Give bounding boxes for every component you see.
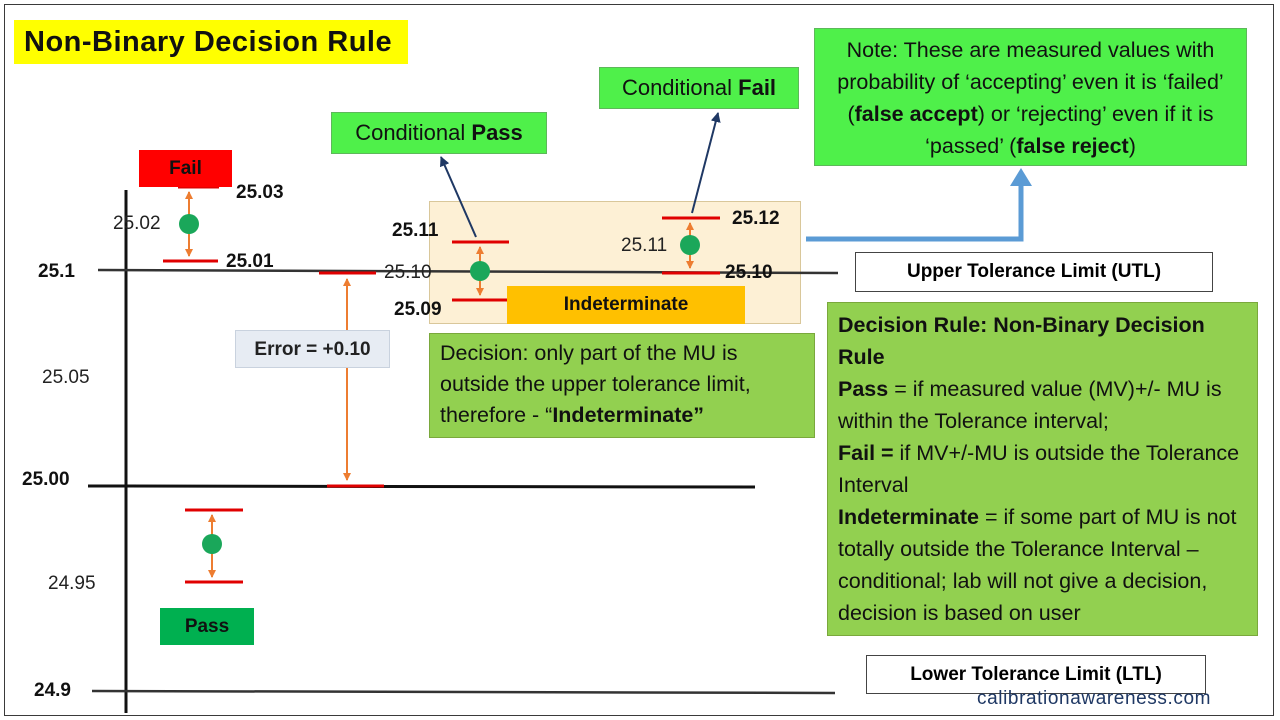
cond-pass-upper-label: 25.11 <box>392 220 439 241</box>
error-label: Error = +0.10 <box>235 330 390 368</box>
indeterminate-tag: Indeterminate <box>507 286 745 324</box>
conditional-fail-callout: Conditional Fail <box>599 67 799 109</box>
decision-rule-pass-text: = if measured value (MV)+/- MU is within… <box>838 377 1222 433</box>
cond-fail-lower-label: 25.10 <box>725 262 773 283</box>
footer-url: calibrationawareness.com <box>977 688 1212 709</box>
nominal-line <box>87 484 756 489</box>
fail-measured-point <box>179 214 199 234</box>
decision-rule-ind-text: = if some part of MU is not totally outs… <box>838 505 1237 625</box>
decision-note-box: Decision: only part of the MU is outside… <box>429 333 815 438</box>
note-text-2: ) or ‘rejecting’ even if it is ‘passed’ … <box>925 102 1214 158</box>
conditional-pass-bold: Pass <box>471 120 523 145</box>
note-false-reject: false reject <box>1016 134 1129 158</box>
cond-fail-measured-point <box>680 235 700 255</box>
note-text-1: Note: These are measured values with pro… <box>837 38 1224 126</box>
conditional-fail-prefix: Conditional <box>621 75 739 100</box>
axis-label-nominal: 25.00 <box>22 469 70 490</box>
cond-fail-value-label: 25.11 <box>621 235 668 256</box>
axis-label-upper: 25.1 <box>38 261 75 282</box>
note-pointer-arrow <box>806 185 1024 242</box>
note-text-3: ) <box>1128 134 1136 158</box>
axis-label-upper-mid: 25.05 <box>42 367 90 388</box>
ltl-line <box>91 689 836 695</box>
axis-label-lower: 24.9 <box>34 680 71 701</box>
axis-label-lower-mid: 24.95 <box>48 573 96 594</box>
pass-measured-point <box>202 534 222 554</box>
pass-tag: Pass <box>160 608 254 645</box>
note-false-accept: false accept <box>854 102 978 126</box>
note-box: Note: These are measured values with pro… <box>814 28 1247 166</box>
ltl-label-box: Lower Tolerance Limit (LTL) <box>866 655 1206 694</box>
decision-rule-fail-label: Fail = <box>838 441 894 465</box>
decision-note-text: Decision: only part of the MU is outside… <box>440 341 751 427</box>
fail-value-label: 25.02 <box>113 213 161 234</box>
decision-rule-fail: Fail = if MV+/-MU is outside the Toleran… <box>838 437 1247 501</box>
cond-fail-callout-arrow <box>691 112 721 214</box>
utl-label-box: Upper Tolerance Limit (UTL) <box>855 252 1213 292</box>
decision-rule-pass: Pass = if measured value (MV)+/- MU is w… <box>838 373 1247 437</box>
note-pointer-head <box>1010 168 1032 186</box>
cond-fail-upper-label: 25.12 <box>732 208 780 229</box>
fail-upper-label: 25.03 <box>236 182 284 203</box>
decision-rule-heading: Decision Rule: Non-Binary Decision Rule <box>838 313 1205 369</box>
conditional-pass-callout: Conditional Pass <box>331 112 547 154</box>
decision-rule-fail-text: if MV+/-MU is outside the Tolerance Inte… <box>838 441 1240 497</box>
conditional-pass-prefix: Conditional <box>355 120 472 145</box>
decision-rule-pass-label: Pass <box>838 377 889 401</box>
fail-tag: Fail <box>139 150 232 187</box>
conditional-fail-bold: Fail <box>738 75 777 100</box>
page-title: Non-Binary Decision Rule <box>14 20 408 64</box>
decision-rule-ind-label: Indeterminate <box>838 505 979 529</box>
error-value-label: 25.10 <box>384 262 432 283</box>
decision-rule-indeterminate: Indeterminate = if some part of MU is no… <box>838 501 1247 629</box>
decision-note-bold: Indeterminate” <box>552 403 705 427</box>
slide-frame <box>4 4 1274 716</box>
cond-pass-callout-arrow <box>440 156 477 238</box>
decision-rule-panel: Decision Rule: Non-Binary Decision Rule … <box>827 302 1258 636</box>
fail-lower-label: 25.01 <box>226 251 274 272</box>
cond-pass-lower-label: 25.09 <box>394 299 442 320</box>
cond-pass-measured-point <box>470 261 490 281</box>
